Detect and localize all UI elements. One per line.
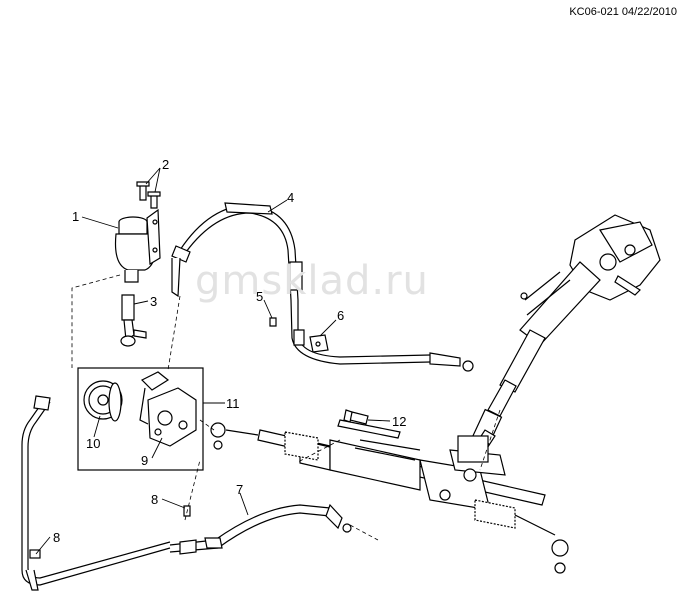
callout-2: 2 — [162, 157, 169, 172]
reservoir-inlet-hose — [120, 294, 147, 347]
pump-pulley — [83, 380, 123, 422]
return-hose — [169, 503, 352, 555]
gear-mounting-bolt — [343, 409, 369, 425]
steering-gear-rack — [210, 419, 569, 574]
callout-8-upper: 8 — [151, 492, 158, 507]
hose-clip — [309, 334, 329, 353]
fluid-reservoir — [114, 208, 161, 283]
return-line — [21, 395, 171, 591]
callout-3: 3 — [150, 294, 157, 309]
assembly-lines — [71, 274, 501, 541]
callout-6: 6 — [337, 308, 344, 323]
callout-9: 9 — [141, 453, 148, 468]
leader-lines — [35, 167, 391, 555]
callout-5: 5 — [256, 289, 263, 304]
callout-12: 12 — [392, 414, 406, 429]
pump-assembly-box — [77, 367, 204, 471]
watermark: gmsklad.ru — [195, 258, 429, 304]
steering-column — [471, 214, 661, 457]
callout-7: 7 — [236, 482, 243, 497]
callout-4: 4 — [287, 190, 294, 205]
power-steering-pump — [139, 371, 197, 447]
callout-1: 1 — [72, 209, 79, 224]
callout-11: 11 — [226, 396, 240, 411]
clip-bolt — [269, 317, 277, 327]
reservoir-bolts — [136, 181, 161, 209]
callout-10: 10 — [86, 436, 100, 451]
callout-labels: 1 2 3 4 5 6 7 8 8 9 10 11 12 — [53, 157, 406, 545]
drawing-reference-code: KC06-021 04/22/2010 — [569, 6, 677, 18]
pressure-hose — [171, 199, 474, 372]
callout-8-lower: 8 — [53, 530, 60, 545]
